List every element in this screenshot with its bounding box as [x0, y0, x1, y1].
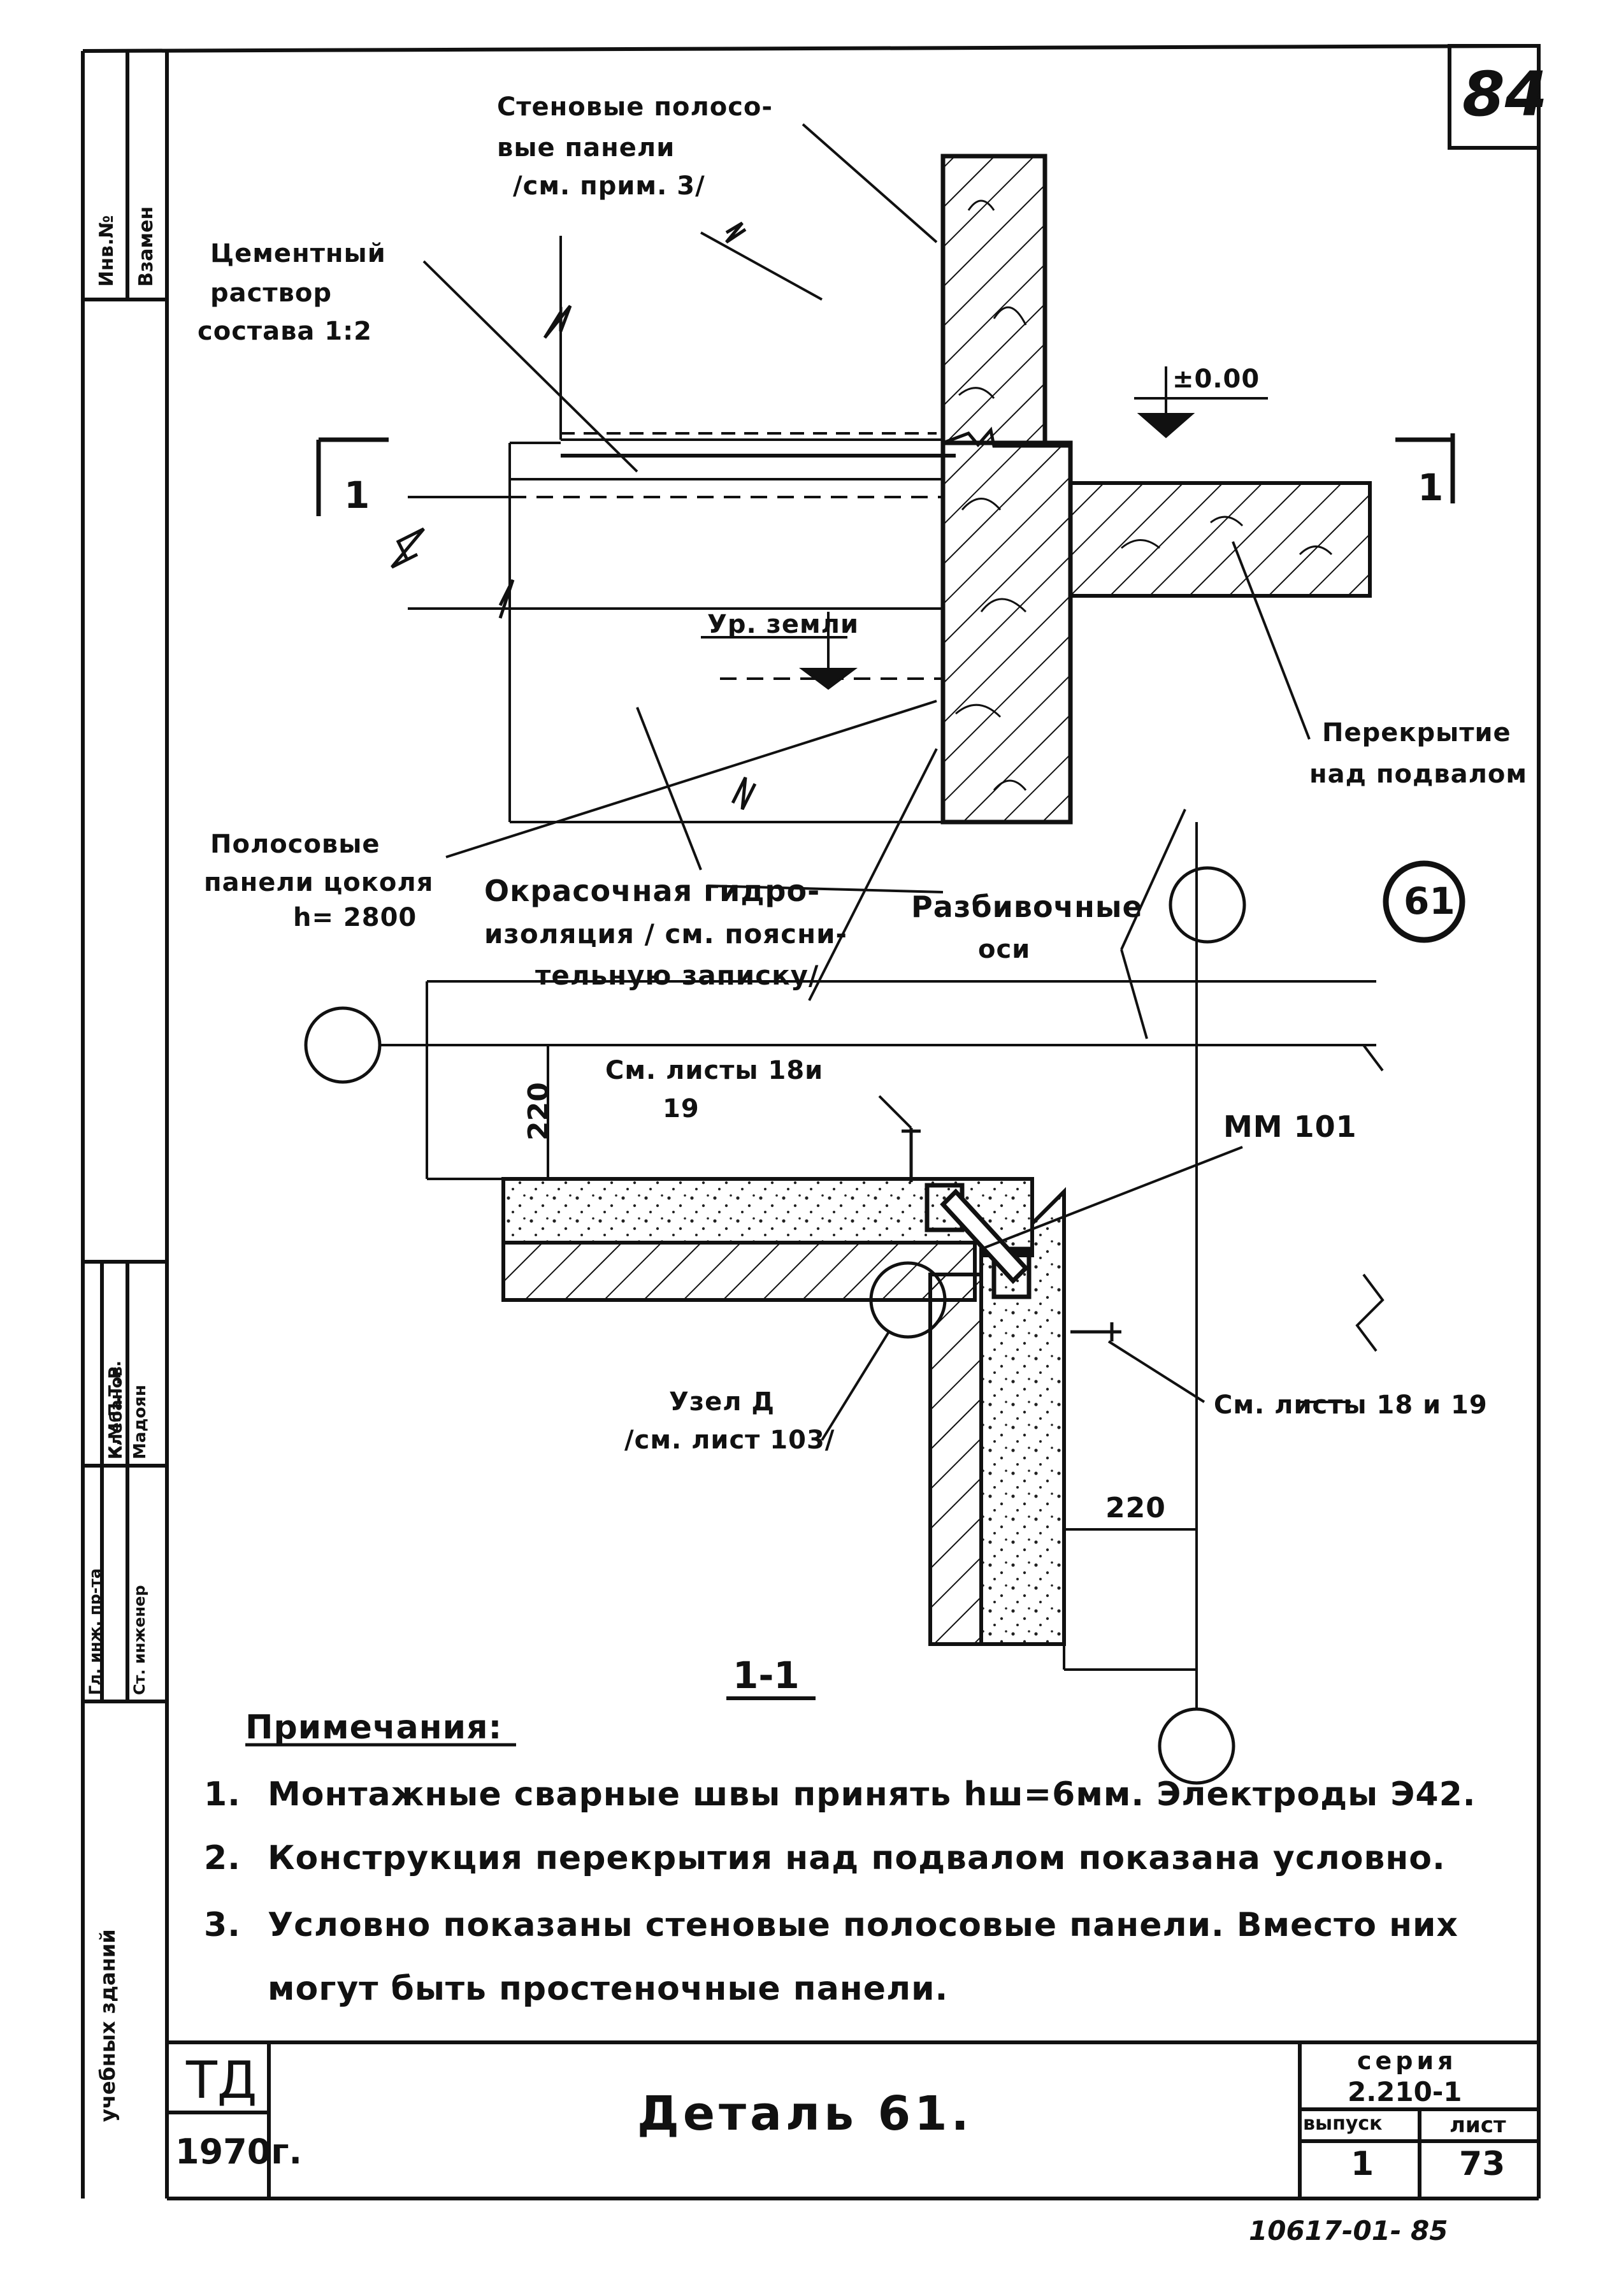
- dim-220-right: 220: [1105, 1492, 1166, 1524]
- plinth-panels-label-line3: h= 2800: [293, 903, 417, 932]
- margin-staff-name-1: Клебанов: [107, 1366, 126, 1459]
- plan-dimension-lines: [427, 1044, 1385, 1671]
- axes-label-line1: Разбивочные: [911, 890, 1143, 924]
- section-mark-right: 1: [1418, 466, 1444, 509]
- cement-mortar-label-line1: Цементный: [210, 239, 386, 268]
- embedded-part-mm101: [925, 1183, 1032, 1299]
- margin-inv-no: Инв.№: [96, 215, 118, 287]
- see-sheets-top-line1: См. листы 18и: [605, 1056, 824, 1085]
- detail-61-label: 61: [1404, 879, 1455, 923]
- panel-joint: [942, 426, 1070, 448]
- wall-panels-label-line1: Стеновые полосо-: [497, 92, 774, 122]
- anchor-marks: [902, 1128, 1121, 1341]
- waterproofing-label-line3: тельную записку/: [535, 960, 819, 991]
- notes-heading: Примечания:: [245, 1708, 503, 1747]
- margin-replaced: Взамен: [135, 206, 157, 287]
- floor-label-line1: Перекрытие: [1322, 718, 1511, 747]
- margin-staff-role-1: Гл. инж. пр-та: [86, 1568, 104, 1695]
- cement-mortar-layer: [508, 432, 956, 822]
- floor-slab: [1069, 481, 1372, 598]
- title-block-title: Деталь 61.: [637, 2086, 973, 2141]
- issue-value: 1: [1351, 2145, 1374, 2183]
- mm101-label: ММ 101: [1223, 1109, 1357, 1144]
- plan-top-panel: [501, 1177, 1034, 1302]
- plinth-panel-lines: [408, 478, 943, 823]
- plinth-panels-label-line1: Полосовые: [210, 830, 380, 859]
- waterproofing-label-line1: Окрасочная гидро-: [484, 874, 821, 908]
- plinth-panels-label-line2: панели цоколя: [204, 868, 434, 897]
- see-sheets-right-label: См. листы 18 и 19: [1214, 1390, 1488, 1420]
- note-3-continued: могут быть простеночные панели.: [268, 1970, 949, 2008]
- section-title-1-1: 1-1: [733, 1654, 800, 1697]
- node-d-circle: [869, 1261, 947, 1339]
- sheet-value: 73: [1459, 2145, 1506, 2183]
- level-zero-label: ±0.00: [1172, 365, 1260, 394]
- series-value: 2.210-1: [1348, 2076, 1462, 2107]
- dim-220-top: 220: [522, 1082, 555, 1141]
- sheet-frame: [81, 44, 1541, 2200]
- wall-panel-outline: [559, 236, 943, 441]
- wall-panels-label-line2: вые панели: [497, 133, 675, 162]
- page-number: 84: [1462, 59, 1548, 130]
- section-cut-mark-right: [1395, 433, 1455, 503]
- sheet-label: лист: [1450, 2112, 1506, 2138]
- axes-label-line2: оси: [978, 935, 1031, 964]
- note-1-num: 1.: [204, 1775, 241, 1814]
- break-marks: [391, 221, 757, 811]
- series-label: серия: [1357, 2047, 1457, 2075]
- leader-lines: [422, 123, 1311, 1039]
- level-marker-ground: [701, 612, 858, 690]
- see-sheets-top-line2: 19: [663, 1094, 700, 1123]
- axis-lines: [380, 822, 1376, 1709]
- cement-mortar-label-line2: раствор: [210, 278, 332, 308]
- section-mark-left: 1: [344, 473, 370, 517]
- page-number-box: [1448, 44, 1541, 150]
- margin-staff-role-2: Ст. инженер: [131, 1585, 148, 1695]
- note-1-text: Монтажные сварные швы принять hш=6мм. Эл…: [268, 1775, 1476, 1814]
- cement-mortar-label-line3: состава 1:2: [198, 317, 372, 346]
- lower-plinth-panel: [940, 440, 1073, 825]
- detail-61-circle: [1383, 860, 1465, 943]
- issue-label: выпуск: [1303, 2112, 1383, 2135]
- title-block-org: ТД: [186, 2051, 257, 2110]
- level-marker-zero: [1134, 366, 1268, 438]
- plan-side-panel: [928, 1187, 1066, 1646]
- title-block-lines: [167, 2040, 1539, 2199]
- stamp-number: 10617-01- 85: [1249, 2215, 1448, 2246]
- node-d-label-line1: Узел Д: [669, 1387, 775, 1417]
- section-cut-mark-left: [316, 437, 389, 516]
- waterproofing-label-line2: изоляция / см. поясни-: [484, 918, 847, 949]
- title-block-year: 1970г.: [175, 2132, 303, 2172]
- wall-panels-label-line3: /см. прим. 3/: [513, 171, 705, 201]
- margin-staff-name-2: Мадоян: [131, 1385, 150, 1459]
- note-3-text: Условно показаны стеновые полосовые пане…: [268, 1906, 1458, 1944]
- node-d-label-line2: /см. лист 103/: [624, 1426, 835, 1455]
- floor-label-line2: над подвалом: [1309, 760, 1528, 789]
- plan-leaders: [821, 1095, 1351, 1441]
- upper-wall-panel: [940, 154, 1047, 445]
- note-3-num: 3.: [204, 1906, 241, 1944]
- margin-building-type: учебных зданий: [96, 1929, 120, 2122]
- note-2-text: Конструкция перекрытия над подвалом пока…: [268, 1839, 1446, 1877]
- ground-level-label: Ур. земли: [707, 610, 859, 639]
- axis-circles: [304, 866, 1246, 1785]
- note-2-num: 2.: [204, 1839, 241, 1877]
